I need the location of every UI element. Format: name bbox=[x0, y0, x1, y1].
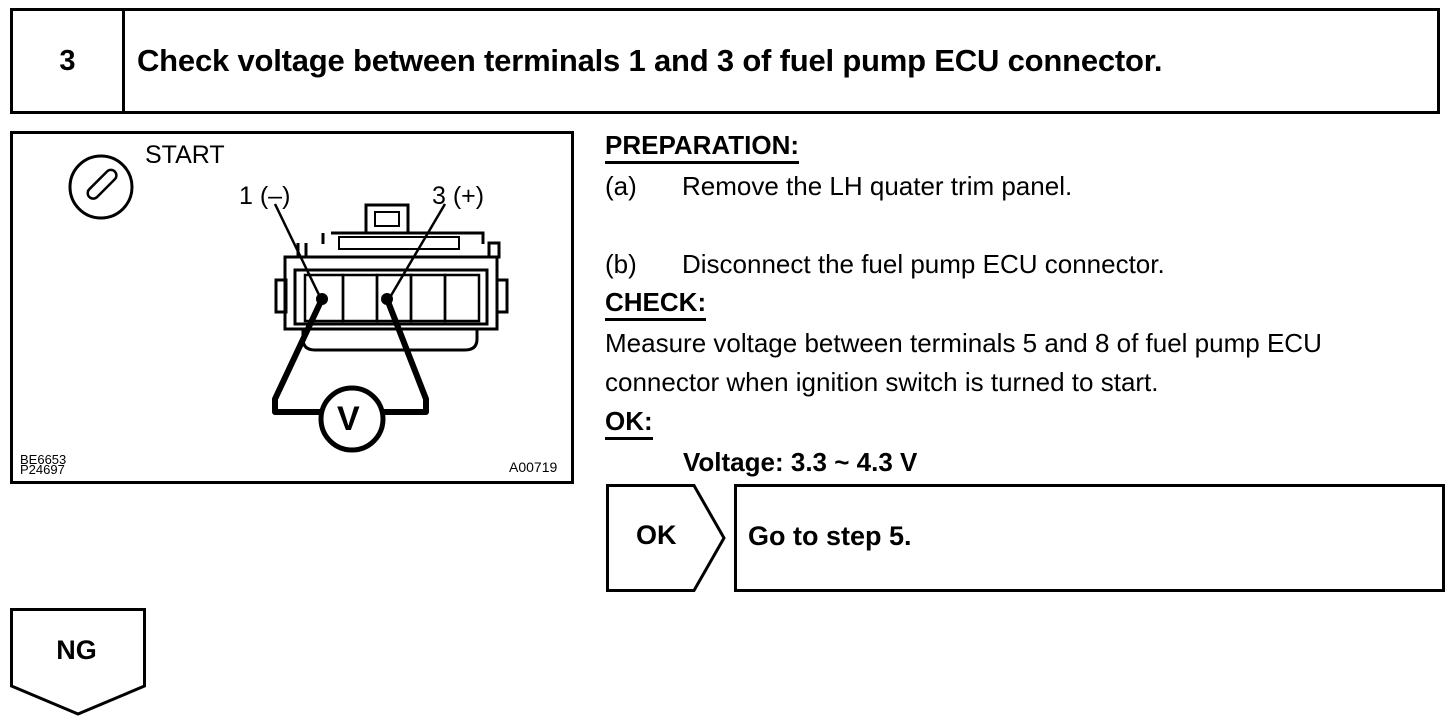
prep-item-b: (b)Disconnect the fuel pump ECU connecto… bbox=[605, 249, 1165, 279]
preparation-heading: PREPARATION: bbox=[605, 130, 1450, 164]
figure-id: A00719 bbox=[509, 459, 558, 475]
voltage-spec: Voltage: 3.3 ~ 4.3 V bbox=[683, 447, 918, 477]
figure-code-top: BE6653 bbox=[20, 452, 67, 467]
wiring-figure: START 1 (–) 3 (+) V BE6653 P24697 A00719 bbox=[10, 131, 574, 484]
ng-result: NG bbox=[10, 608, 148, 716]
ignition-switch-icon bbox=[68, 154, 134, 220]
connector-diagram bbox=[68, 154, 509, 453]
ok-heading: OK: bbox=[605, 406, 1450, 440]
step-number: 3 bbox=[13, 11, 125, 111]
check-heading: CHECK: bbox=[605, 287, 1450, 321]
goto-step-text: Go to step 5. bbox=[748, 521, 912, 551]
ng-label: NG bbox=[56, 635, 97, 665]
meter-symbol: V bbox=[337, 400, 360, 438]
terminal-pos-label: 3 (+) bbox=[432, 182, 485, 210]
switch-label: START bbox=[145, 141, 225, 169]
terminal-neg-label: 1 (–) bbox=[239, 182, 291, 210]
prep-item-a: (a)Remove the LH quater trim panel. bbox=[605, 171, 1073, 201]
ok-label: OK bbox=[636, 520, 677, 550]
check-line-2: connector when ignition switch is turned… bbox=[605, 367, 1159, 397]
figure-code-bottom: P24697 bbox=[20, 462, 65, 477]
voltmeter-icon bbox=[318, 385, 386, 453]
check-line-1: Measure voltage between terminals 5 and … bbox=[605, 328, 1322, 358]
step-title: Check voltage between terminals 1 and 3 … bbox=[137, 43, 1163, 78]
ok-result: OK Go to step 5. bbox=[606, 484, 1446, 592]
step-header: 3 Check voltage between terminals 1 and … bbox=[10, 8, 1440, 114]
